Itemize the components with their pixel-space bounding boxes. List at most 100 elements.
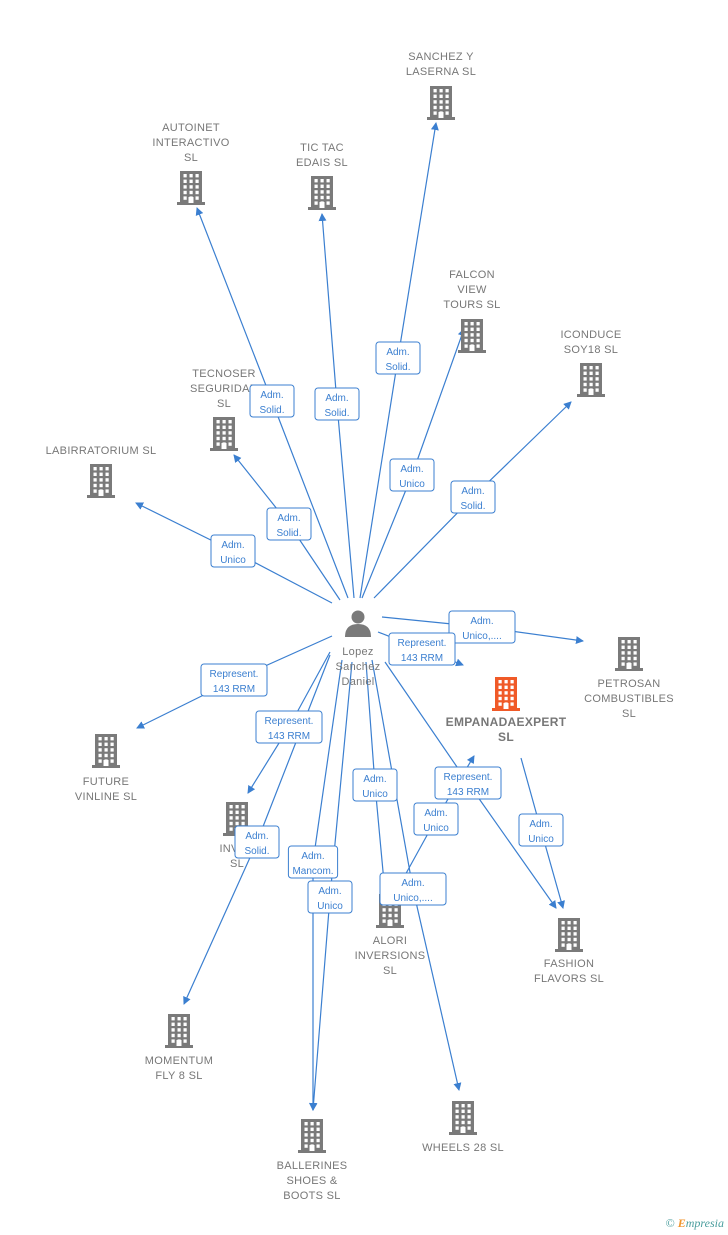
building-icon[interactable] [577, 363, 605, 397]
node-label-line: PETROSAN [598, 678, 661, 690]
edge-label[interactable]: Adm. Solid. [266, 507, 312, 541]
node-label-line: SOY18 SL [564, 344, 618, 356]
company-node-wheels[interactable]: WHEELS 28 SL [422, 1101, 504, 1154]
building-icon[interactable] [92, 734, 120, 768]
building-icon[interactable] [427, 86, 455, 120]
building-icon[interactable] [615, 637, 643, 671]
company-node-petrosan[interactable]: PETROSAN COMBUSTIBLES SL [584, 637, 674, 720]
edge-label-text: Adm. [470, 616, 493, 627]
person-icon[interactable] [345, 610, 371, 638]
edge-label-box [388, 632, 456, 666]
company-node-future[interactable]: FUTURE VINLINE SL [75, 734, 137, 803]
building-icon[interactable] [458, 319, 486, 353]
node-label-line: AUTOINET [162, 122, 220, 134]
edge-label[interactable]: Adm.Solid. [234, 825, 280, 859]
edge-label[interactable]: Adm. Unico [352, 768, 398, 802]
edge-label-text: Adm. [529, 819, 552, 830]
edge-label[interactable]: Adm.Solid. [249, 384, 295, 418]
node-label-line: TOURS SL [443, 299, 500, 311]
edge-label-text: Adm. [245, 831, 268, 842]
edge-label-text: 143 RRM [213, 684, 255, 695]
edge-label-box [352, 768, 398, 802]
edge-label[interactable]: Adm.Unico [210, 534, 256, 568]
edge-label-text: Solid. [259, 405, 284, 416]
edge-label[interactable]: Represent.143 RRM [255, 710, 323, 744]
node-label-line: SHOES & [286, 1175, 337, 1187]
edge-label[interactable]: Represent.143 RRM [388, 632, 456, 666]
edge-label-box [518, 813, 564, 847]
edge-label[interactable]: Adm.Solid. [450, 480, 496, 514]
edge-label[interactable]: Adm.Unico [307, 880, 353, 914]
edge-label-text: Unico [220, 555, 246, 566]
edge-label[interactable]: Adm.Unico [518, 813, 564, 847]
node-label-line: Daniel [342, 676, 375, 688]
node-label-line: SL [622, 708, 636, 720]
edge-label-box [249, 384, 295, 418]
node-label-line: TECNOSER [192, 368, 256, 380]
edge-label[interactable]: Adm.Solid. [314, 387, 360, 421]
node-label-line: SANCHEZ Y [408, 51, 474, 63]
node-label-line: EDAIS SL [296, 157, 348, 169]
edge-label-text: Adm. [461, 486, 484, 497]
node-label-line: VINLINE SL [75, 791, 137, 803]
building-icon[interactable] [555, 918, 583, 952]
node-label-line: SL [217, 398, 231, 410]
building-icon[interactable] [492, 677, 520, 711]
company-label-future: FUTURE VINLINE SL [75, 776, 137, 803]
edge-label-text: Mancom. [292, 866, 333, 877]
building-icon[interactable] [210, 417, 238, 451]
company-node-labirratorium[interactable]: LABIRRATORIUM SL [46, 445, 157, 498]
edge-label-text: Solid. [385, 362, 410, 373]
edge-label[interactable]: Adm.Unico [413, 802, 459, 836]
building-icon[interactable] [177, 171, 205, 205]
edge-label-text: Adm. [301, 851, 324, 862]
building-icon[interactable] [298, 1119, 326, 1153]
edge-label-box [266, 507, 312, 541]
node-label-line: ICONDUCE [560, 329, 621, 341]
edge-label-text: Unico [399, 479, 425, 490]
edge-label-text: Solid. [276, 528, 301, 539]
building-icon[interactable] [449, 1101, 477, 1135]
edge-label-text: Solid. [324, 408, 349, 419]
edge-label-box [287, 845, 339, 879]
building-icon[interactable] [308, 176, 336, 210]
edge-label[interactable]: Adm. Mancom. [287, 845, 339, 879]
edge-label-box [413, 802, 459, 836]
node-label-line: FUTURE [83, 776, 129, 788]
edge-label[interactable]: Represent.143 RRM [434, 766, 502, 800]
edge-label-text: Represent. [210, 669, 259, 680]
building-icon[interactable] [87, 464, 115, 498]
edge-labels-layer: Adm.Solid.Adm.Solid.Adm.Solid.Adm.UnicoA… [200, 341, 564, 914]
edge-label-box [434, 766, 502, 800]
edge-label-text: Adm. [363, 774, 386, 785]
edge-label[interactable]: Adm.Unico,.... [379, 872, 447, 906]
edge-label-text: Adm. [401, 878, 424, 889]
company-label-iconduce: ICONDUCE SOY18 SL [560, 329, 621, 356]
edge-label-text: Adm. [277, 513, 300, 524]
edge-label[interactable]: Adm.Solid. [375, 341, 421, 375]
node-label-line: COMBUSTIBLES [584, 693, 674, 705]
building-icon[interactable] [165, 1014, 193, 1048]
edge-label[interactable]: Represent. 143 RRM [200, 663, 268, 697]
edge-label-box [450, 480, 496, 514]
company-node-iconduce[interactable]: ICONDUCE SOY18 SL [560, 329, 621, 397]
edge-label[interactable]: Adm.Unico,.... [448, 610, 516, 644]
edge-label-text: Unico [362, 789, 388, 800]
edge-label-box [255, 710, 323, 744]
edge-label[interactable]: Adm.Unico [389, 458, 435, 492]
